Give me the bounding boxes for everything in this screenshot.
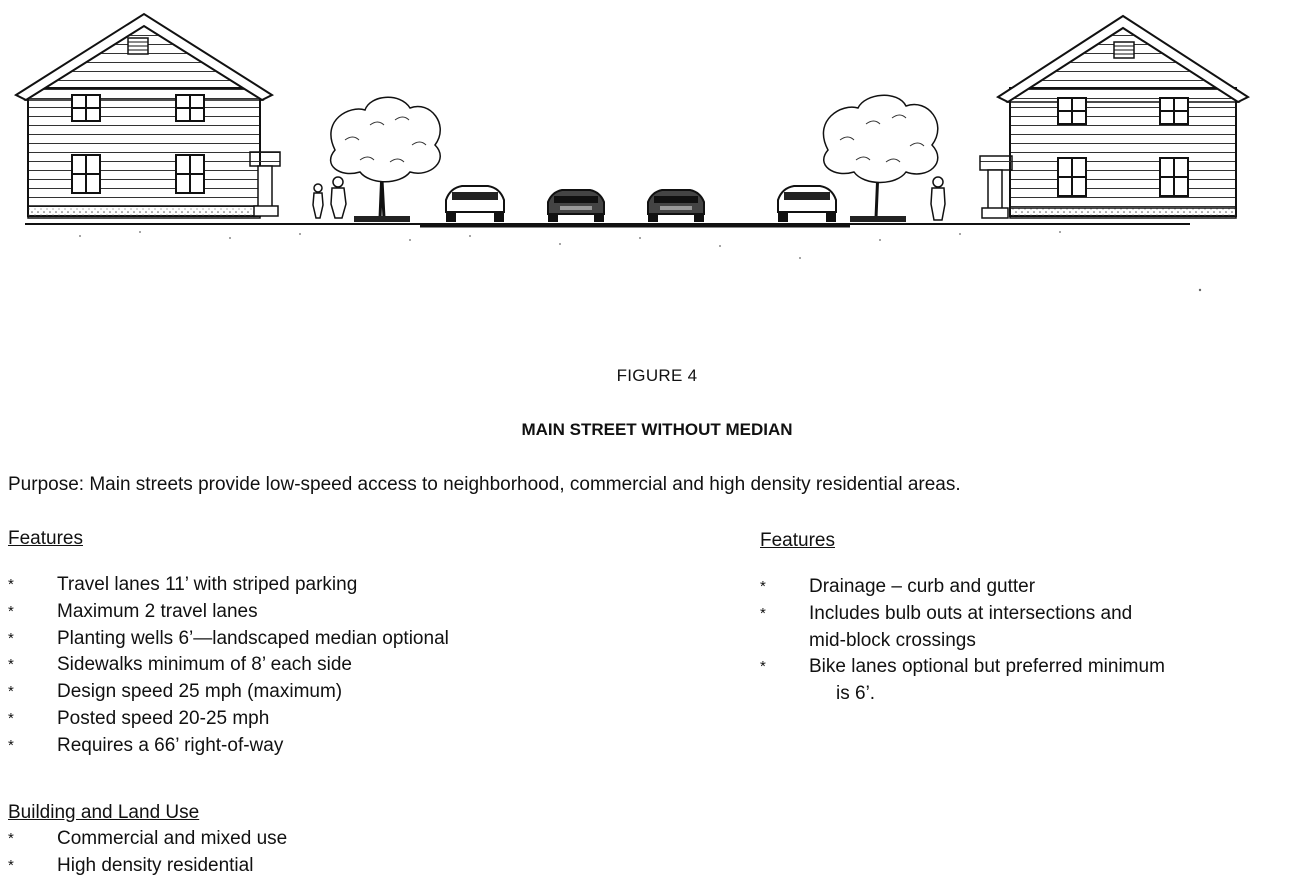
list-item: *Planting wells 6’—landscaped median opt… bbox=[8, 626, 449, 653]
building-land-use-heading: Building and Land Use bbox=[8, 802, 200, 823]
list-item: *Commercial and mixed use bbox=[8, 826, 287, 853]
street-cross-section-illustration bbox=[13, 12, 1251, 292]
features-right-list: *Drainage – curb and gutter *Includes bu… bbox=[760, 574, 1165, 708]
purpose-statement: Purpose: Main streets provide low-speed … bbox=[8, 474, 961, 495]
bullet-star-icon: * bbox=[8, 709, 14, 727]
bullet-star-icon: * bbox=[8, 683, 14, 701]
bullet-star-icon: * bbox=[760, 578, 766, 595]
bullet-star-icon: * bbox=[760, 658, 766, 676]
car-2 bbox=[547, 189, 605, 222]
list-item: *Bike lanes optional but preferred minim… bbox=[760, 656, 1165, 705]
building-land-use-list: *Commercial and mixed use *High density … bbox=[8, 826, 287, 880]
features-left-section: Features *Travel lanes 11’ with striped … bbox=[8, 526, 449, 760]
list-item: *Maximum 2 travel lanes bbox=[8, 599, 449, 626]
features-right-section: Features *Drainage – curb and gutter *In… bbox=[760, 528, 1165, 708]
right-house bbox=[979, 14, 1251, 219]
list-item: *High density residential bbox=[8, 853, 287, 880]
left-house bbox=[13, 12, 281, 219]
bullet-star-icon: * bbox=[8, 602, 14, 620]
car-3 bbox=[647, 189, 705, 222]
list-item: *Drainage – curb and gutter bbox=[760, 574, 1165, 601]
car-4 bbox=[777, 185, 837, 222]
bullet-star-icon: * bbox=[8, 629, 14, 647]
left-tree bbox=[329, 96, 441, 222]
car-1 bbox=[445, 185, 505, 222]
list-item: *Posted speed 20-25 mph bbox=[8, 706, 449, 733]
bullet-star-icon: * bbox=[8, 736, 14, 754]
bullet-star-icon: * bbox=[760, 604, 766, 622]
bullet-star-icon: * bbox=[8, 830, 14, 847]
features-right-heading: Features bbox=[760, 530, 835, 551]
list-item: *Travel lanes 11’ with striped parking bbox=[8, 572, 449, 599]
features-left-heading: Features bbox=[8, 528, 83, 549]
bullet-star-icon: * bbox=[8, 856, 14, 874]
pedestrians-left bbox=[312, 176, 347, 219]
right-tree bbox=[822, 94, 939, 222]
bullet-star-icon: * bbox=[8, 656, 14, 674]
list-item: *Requires a 66’ right-of-way bbox=[8, 733, 449, 760]
figure-label: FIGURE 4 bbox=[616, 366, 698, 385]
features-left-list: *Travel lanes 11’ with striped parking *… bbox=[8, 572, 449, 760]
bullet-star-icon: * bbox=[8, 576, 14, 593]
list-item: *Design speed 25 mph (maximum) bbox=[8, 679, 449, 706]
figure-title: MAIN STREET WITHOUT MEDIAN bbox=[521, 420, 793, 439]
list-item: *Includes bulb outs at intersections and… bbox=[760, 602, 1133, 651]
building-land-use-section: Building and Land Use *Commercial and mi… bbox=[8, 800, 287, 880]
pedestrian-right bbox=[930, 176, 946, 221]
list-item: *Sidewalks minimum of 8’ each side bbox=[8, 652, 449, 679]
